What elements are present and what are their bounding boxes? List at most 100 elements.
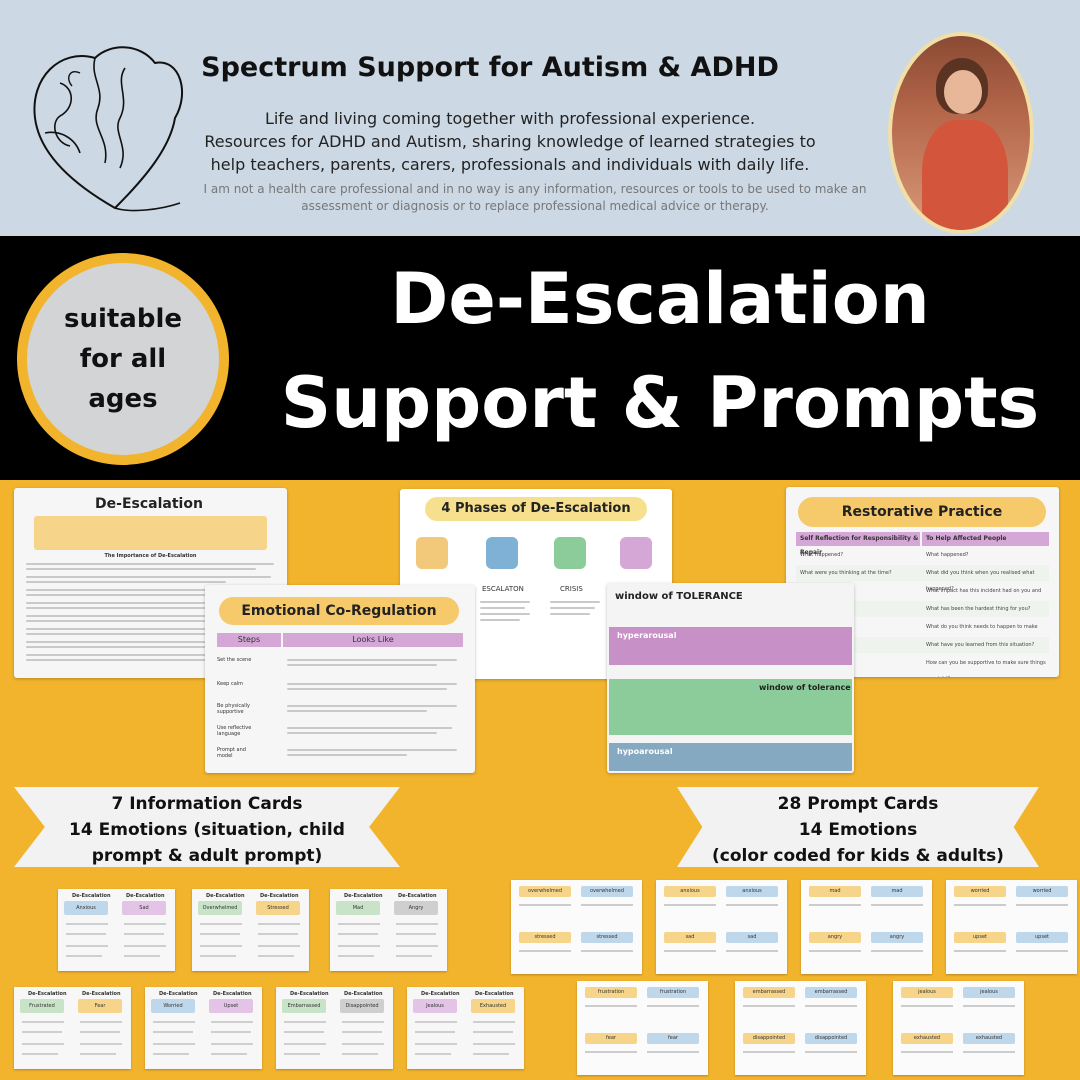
- restorative-row: What has been the hardest thing for you?: [796, 601, 1049, 617]
- emotion-tag: Jealous: [413, 999, 457, 1013]
- coregulation-col1-head: Steps: [217, 633, 281, 647]
- window-of-tolerance-preview-card: window of TOLERANCE hyperarousal window …: [607, 583, 854, 773]
- info-card: De-Escalation De-Escalation Frustrated F…: [14, 987, 131, 1069]
- prompt-tag: upset: [1016, 932, 1068, 943]
- prompt-card: mad mad angry angry: [801, 880, 932, 974]
- info-card-header: De-Escalation: [398, 893, 437, 899]
- info-card-header: De-Escalation: [344, 991, 383, 997]
- prompt-tag: exhausted: [963, 1033, 1015, 1044]
- photo-face: [944, 70, 982, 114]
- prompt-tag: worried: [1016, 886, 1068, 897]
- ribbon-line: 14 Emotions (situation, child: [69, 820, 345, 840]
- main-title-line-2: Support & Prompts: [280, 362, 1040, 444]
- tagline-line-1: Life and living coming together with pro…: [264, 109, 756, 128]
- header: Spectrum Support for Autism & ADHD Life …: [0, 0, 1080, 236]
- prompt-tag: mad: [871, 886, 923, 897]
- ribbon-line: (color coded for kids & adults): [712, 846, 1004, 866]
- author-photo: [888, 32, 1034, 234]
- coregulation-title: Emotional Co-Regulation: [219, 597, 459, 625]
- info-card-header: De-Escalation: [82, 991, 121, 997]
- emotion-tag: Overwhelmed: [198, 901, 242, 915]
- prompt-tag: embarrassed: [805, 987, 857, 998]
- emotion-tag: Angry: [394, 901, 438, 915]
- zone-hyperarousal: hyperarousal: [609, 627, 852, 665]
- prompt-tag: frustration: [585, 987, 637, 998]
- phase-2-icon: [486, 537, 518, 569]
- phase-label-escalation: ESCALATON: [482, 585, 524, 593]
- info-card-header: De-Escalation: [344, 893, 383, 899]
- importance-subhead: The Importance of De-Escalation: [104, 553, 197, 559]
- prompt-card: anxious anxious sad sad: [656, 880, 787, 974]
- info-card-header: De-Escalation: [72, 893, 111, 899]
- prompt-tag: embarrassed: [743, 987, 795, 998]
- brain-heart-logo-icon: [33, 46, 184, 212]
- emotion-tag: Mad: [336, 901, 380, 915]
- prompt-tag: upset: [954, 932, 1006, 943]
- info-card: De-Escalation De-Escalation Anxious Sad: [58, 889, 175, 971]
- prompt-tag: disappointed: [805, 1033, 857, 1044]
- window-title: window of TOLERANCE: [615, 591, 743, 602]
- prompt-tag: jealous: [963, 987, 1015, 998]
- info-card-header: De-Escalation: [206, 893, 245, 899]
- restorative-row: What have you learned from this situatio…: [796, 637, 1049, 653]
- prompt-tag: overwhelmed: [519, 886, 571, 897]
- prompt-tag: sad: [726, 932, 778, 943]
- badge-line-1: suitable: [63, 304, 183, 334]
- four-phases-title: 4 Phases of De-Escalation: [425, 497, 647, 521]
- info-card-header: De-Escalation: [126, 893, 165, 899]
- prompt-tag: frustration: [647, 987, 699, 998]
- zone-label: window of tolerance: [759, 683, 851, 692]
- prompt-tag: angry: [809, 932, 861, 943]
- prompt-tag: exhausted: [901, 1033, 953, 1044]
- restorative-col2-head: To Help Affected People: [922, 532, 1049, 546]
- coregulation-step: Set the scene: [217, 657, 252, 663]
- ages-badge: suitable for all ages: [17, 253, 229, 465]
- prompt-card: worried worried upset upset: [946, 880, 1077, 974]
- restorative-col1-head: Self Reflection for Responsibility & Rep…: [796, 532, 920, 556]
- badge-line-2: for all: [79, 344, 167, 374]
- phase-3-icon: [554, 537, 586, 569]
- info-card-header: De-Escalation: [213, 991, 252, 997]
- info-card-header: De-Escalation: [421, 991, 460, 997]
- prompt-tag: fear: [585, 1033, 637, 1044]
- zone-label: hyperarousal: [617, 631, 677, 640]
- zone-window: window of tolerance: [609, 679, 852, 735]
- prompt-tag: overwhelmed: [581, 886, 633, 897]
- restorative-row: What Happened? What happened?: [800, 552, 969, 558]
- prompt-tag: stressed: [519, 932, 571, 943]
- photo-dress: [922, 120, 1008, 230]
- prompt-card: embarrassed embarrassed disappointed dis…: [735, 981, 866, 1075]
- emotion-tag: Anxious: [64, 901, 108, 915]
- tagline-line-2: Resources for ADHD and Autism, sharing k…: [204, 132, 816, 151]
- prompt-tag: jealous: [901, 987, 953, 998]
- coregulation-step: Keep calm: [217, 681, 244, 687]
- zone-label: hypoarousal: [617, 747, 673, 756]
- prompt-card: frustration frustration fear fear: [577, 981, 708, 1075]
- prompt-tag: angry: [871, 932, 923, 943]
- restorative-row: What were you thinking at the time? What…: [796, 565, 1049, 592]
- prompt-tag: anxious: [726, 886, 778, 897]
- ribbon-line: 7 Information Cards: [111, 794, 303, 814]
- emotion-tag: Stressed: [256, 901, 300, 915]
- coregulation-step: Be physically supportive: [217, 703, 250, 715]
- brand-name: Spectrum Support for Autism & ADHD: [201, 52, 779, 83]
- disclaimer: I am not a health care professional and …: [203, 182, 867, 213]
- info-card: De-Escalation De-Escalation Worried Upse…: [145, 987, 262, 1069]
- emotion-tag: Exhausted: [471, 999, 515, 1013]
- intro-box: [34, 516, 267, 550]
- prompt-tag: disappointed: [743, 1033, 795, 1044]
- prompt-card: overwhelmed overwhelmed stressed stresse…: [511, 880, 642, 974]
- main-title-line-1: De-Escalation: [390, 258, 930, 340]
- prompt-tag: stressed: [581, 932, 633, 943]
- phase-label-crisis: CRISIS: [560, 585, 583, 593]
- emotion-tag: Upset: [209, 999, 253, 1013]
- coregulation-col2-head: Looks Like: [283, 633, 463, 647]
- phase-1-icon: [416, 537, 448, 569]
- prompt-tag: anxious: [664, 886, 716, 897]
- prompt-tag: mad: [809, 886, 861, 897]
- coregulation-preview-card: Emotional Co-Regulation Steps Looks Like…: [205, 585, 475, 773]
- info-cards-ribbon: 7 Information Cards 14 Emotions (situati…: [14, 787, 400, 867]
- info-card: De-Escalation De-Escalation Overwhelmed …: [192, 889, 309, 971]
- badge-line-3: ages: [88, 384, 158, 414]
